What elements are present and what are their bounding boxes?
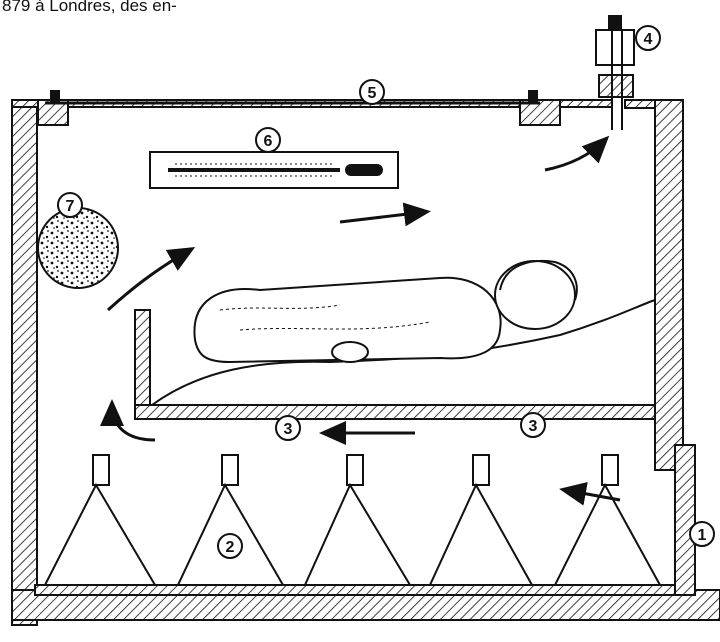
thermometer xyxy=(150,152,398,188)
baby-head xyxy=(495,261,575,329)
bottle-3 xyxy=(305,455,410,585)
svg-text:1: 1 xyxy=(698,527,707,544)
svg-text:3: 3 xyxy=(529,418,538,435)
screw-left xyxy=(50,90,60,102)
screw-right xyxy=(528,90,538,102)
svg-text:7: 7 xyxy=(66,198,75,215)
svg-text:3: 3 xyxy=(284,421,293,438)
callout-6: 6 xyxy=(256,128,280,152)
svg-text:4: 4 xyxy=(644,31,653,48)
baby-hand xyxy=(332,342,368,362)
bottle-4 xyxy=(430,455,532,585)
callout-3-right: 3 xyxy=(521,413,545,437)
svg-text:5: 5 xyxy=(368,85,377,102)
callout-2: 2 xyxy=(218,534,242,558)
left-wall xyxy=(12,105,37,625)
inlet-duct xyxy=(675,445,695,595)
caption-text: 879 à Londres, des en- xyxy=(2,0,177,16)
callout-4: 4 xyxy=(636,26,660,50)
svg-text:6: 6 xyxy=(264,133,273,150)
svg-text:2: 2 xyxy=(226,539,235,556)
callout-1: 1 xyxy=(690,522,714,546)
arrow-inlet xyxy=(565,490,620,500)
outlet-valve xyxy=(596,15,634,130)
callout-3-left: 3 xyxy=(276,416,300,440)
arrow-up-left xyxy=(108,250,190,310)
bottle-shelf xyxy=(35,585,675,595)
arrow-to-outlet xyxy=(545,140,605,170)
right-wall xyxy=(655,100,683,470)
callout-7: 7 xyxy=(58,193,82,217)
callout-5: 5 xyxy=(360,80,384,104)
sponge xyxy=(38,208,118,288)
bottle-5 xyxy=(555,455,660,585)
bottle-1 xyxy=(45,455,155,585)
arrow-across xyxy=(340,212,425,222)
bottle-2 xyxy=(178,455,283,585)
bottles xyxy=(35,455,675,595)
